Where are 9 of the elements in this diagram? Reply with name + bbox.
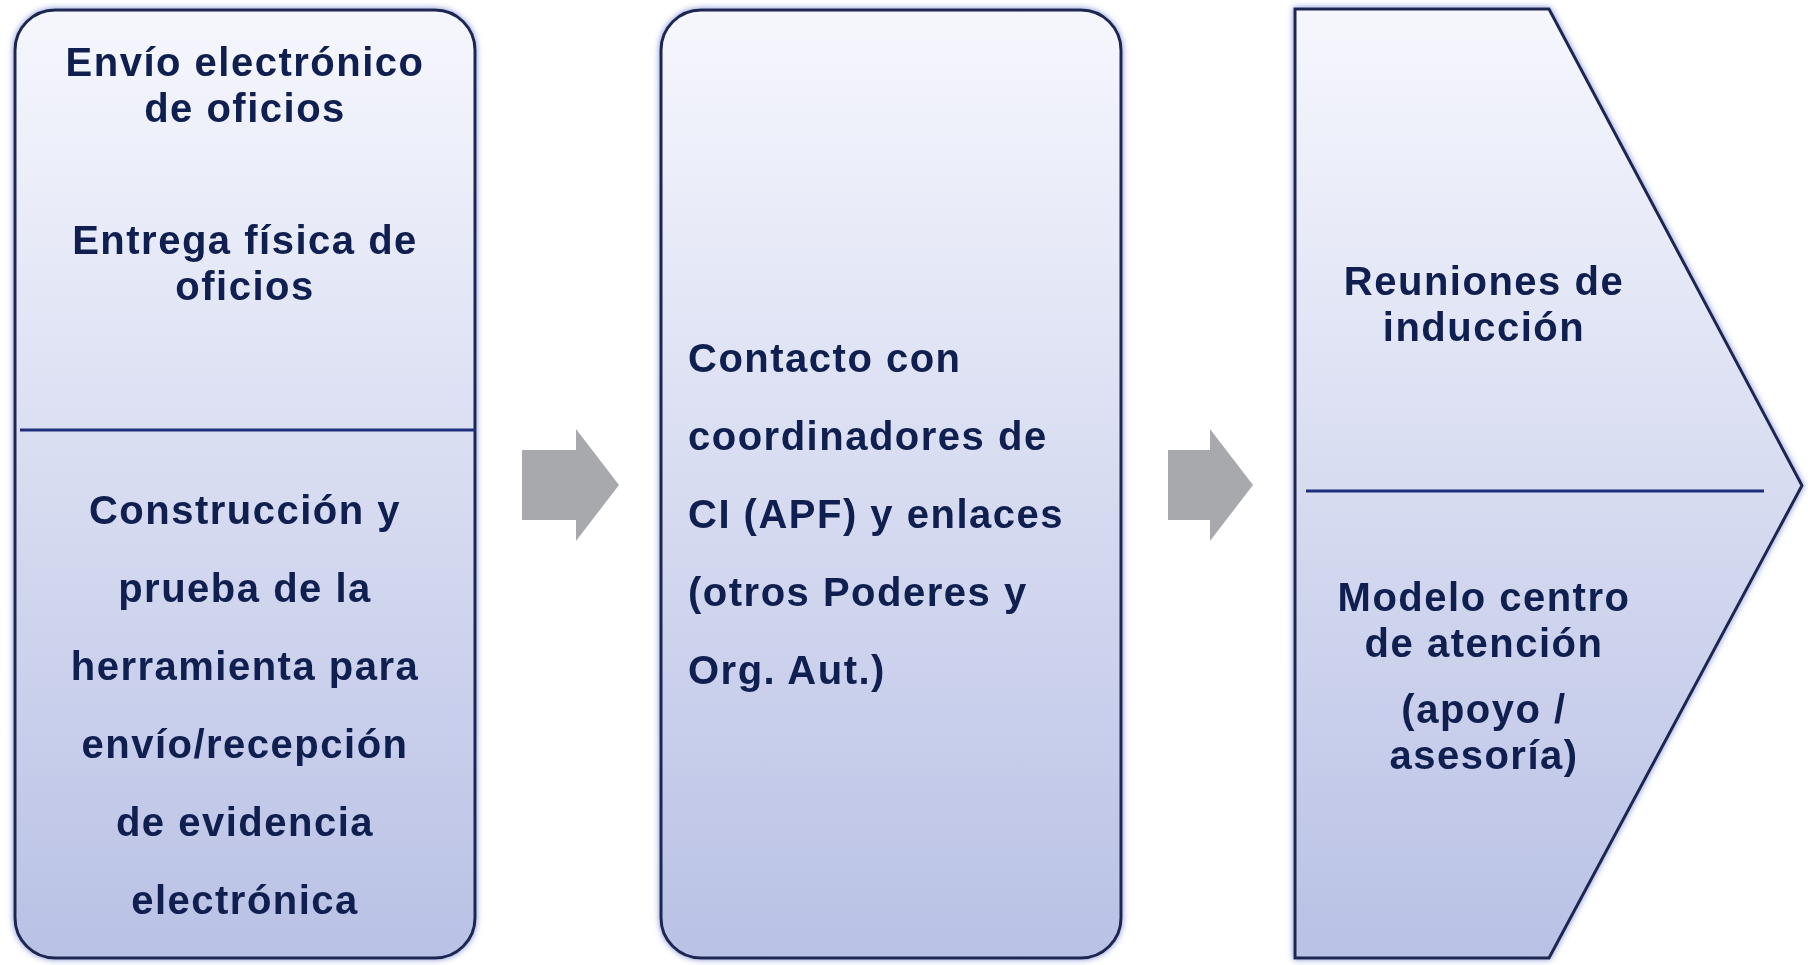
- step-text: Contacto con coordinadores de CI (APF) y enlaces (otros Poderes y Org. Aut.): [688, 335, 1065, 694]
- block-arrow: [522, 429, 619, 541]
- step-text: Construcción y prueba de la herramienta para envío/recepción de evidencia electrónica: [69, 487, 421, 924]
- step-text: (apoyo / asesoría): [1388, 686, 1580, 778]
- step-text: Entrega física de oficios: [71, 217, 419, 309]
- block-arrow: [1168, 429, 1253, 541]
- step-text: Modelo centro de atención: [1336, 574, 1632, 666]
- step-text: Reuniones de inducción: [1342, 258, 1626, 350]
- step-text: Envío electrónico de oficios: [64, 39, 426, 131]
